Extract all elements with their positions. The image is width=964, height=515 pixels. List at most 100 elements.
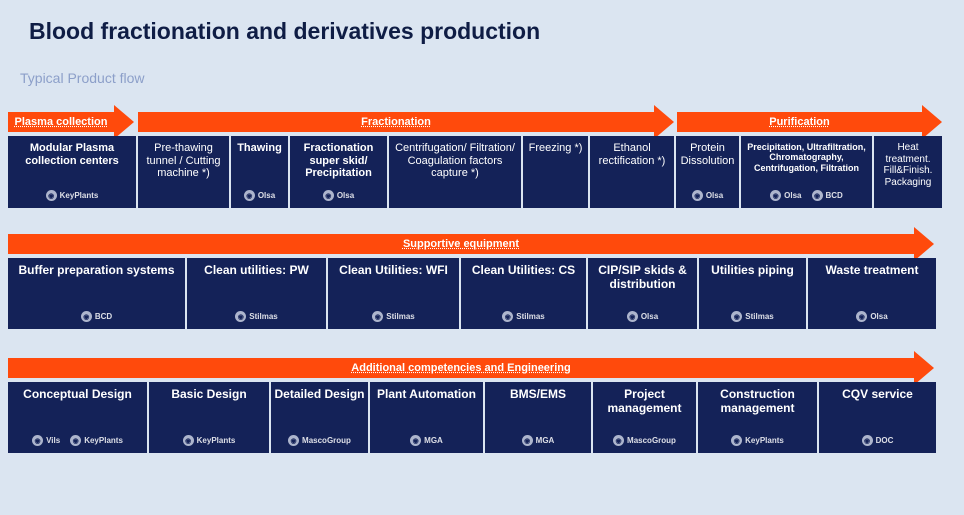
step-label: Modular Plasma collection centers	[25, 142, 119, 167]
vendor-logos: ◉MGA	[485, 435, 591, 446]
arrow-label: Plasma collection	[14, 116, 108, 128]
logo-text: Stilmas	[386, 312, 415, 321]
mascogroup-logo: ◉MascoGroup	[613, 435, 676, 446]
logo-text: Vils	[46, 436, 61, 445]
logo-text: BCD	[94, 312, 113, 321]
step-label: Clean utilities: PW	[204, 263, 309, 277]
logo-mark-icon: ◉	[80, 311, 92, 322]
step-label: Protein Dissolution	[680, 142, 735, 167]
vendor-logos: ◉Vils◉KeyPlants	[8, 435, 147, 446]
step-box-heat-treatment-fill-finish-pac: Heat treatment. Fill&Finish. Packaging	[874, 136, 942, 208]
step-box-clean-utilities-cs: Clean Utilities: CS◉Stilmas	[461, 258, 586, 329]
step-box-centrifugation-filtration-coag: Centrifugation/ Filtration/ Coagulation …	[389, 136, 521, 208]
arrow-label: Purification	[769, 116, 830, 128]
step-label: Fractionation super skid/ Precipitation	[303, 142, 374, 180]
logo-text: Stilmas	[745, 312, 774, 321]
step-label: CIP/SIP skids & distribution	[598, 263, 687, 291]
logo-text: Stilmas	[249, 312, 278, 321]
logo-mark-icon: ◉	[243, 190, 255, 201]
olsa-logo: ◉Olsa	[243, 190, 276, 201]
step-label: CQV service	[842, 387, 913, 401]
step-box-waste-treatment: Waste treatment◉Olsa	[808, 258, 936, 329]
step-box-bms-ems: BMS/EMS ◉MGA	[485, 382, 591, 453]
step-box-clean-utilities-pw: Clean utilities: PW ◉Stilmas	[187, 258, 326, 329]
logo-text: DOC	[875, 436, 894, 445]
logo-text: BCD	[825, 191, 843, 200]
step-label: Centrifugation/ Filtration/ Coagulation …	[395, 142, 515, 180]
step-box-detailed-design: Detailed Design◉MascoGroup	[271, 382, 368, 453]
bcd-logo: ◉BCD	[80, 311, 113, 322]
vendor-logos: ◉Olsa	[290, 190, 387, 201]
logo-mark-icon: ◉	[856, 311, 868, 322]
logo-mark-icon: ◉	[811, 190, 823, 201]
arrow-purification: Purification	[677, 105, 942, 139]
logo-mark-icon: ◉	[502, 311, 514, 322]
step-box-protein-dissolution: Protein Dissolution ◉Olsa	[676, 136, 739, 208]
step-label: Project management	[607, 387, 682, 415]
step-label: Heat treatment. Fill&Finish. Packaging	[883, 142, 933, 188]
logo-mark-icon: ◉	[861, 435, 873, 446]
logo-mark-icon: ◉	[70, 435, 82, 446]
logo-text: Olsa	[705, 191, 724, 200]
step-box-precipitation-ultrafiltration-: Precipitation, Ultrafiltration, Chromato…	[741, 136, 872, 208]
logo-mark-icon: ◉	[45, 190, 57, 201]
logo-text: Olsa	[257, 191, 276, 200]
vendor-logos: ◉Olsa	[808, 311, 936, 322]
step-label: Pre-thawing tunnel / Cutting machine *)	[146, 142, 221, 180]
step-box-pre-thawing-tunnel-cutting-mac: Pre-thawing tunnel / Cutting machine *)	[138, 136, 229, 208]
logo-mark-icon: ◉	[235, 311, 247, 322]
step-label: Plant Automation	[377, 387, 476, 401]
logo-text: KeyPlants	[59, 191, 99, 200]
logo-mark-icon: ◉	[288, 435, 300, 446]
logo-mark-icon: ◉	[372, 311, 384, 322]
keyplants-logo: ◉KeyPlants	[182, 435, 236, 446]
step-label: Construction management	[720, 387, 795, 415]
logo-text: KeyPlants	[196, 436, 236, 445]
logo-text: Olsa	[640, 312, 659, 321]
vendor-logos: ◉Stilmas	[461, 311, 586, 322]
arrow-supportive-equipment: Supportive equipment	[8, 227, 934, 261]
step-box-construction-management: Construction management◉KeyPlants	[698, 382, 817, 453]
logo-mark-icon: ◉	[410, 435, 422, 446]
logo-text: MGA	[424, 436, 443, 445]
stilmas-logo: ◉Stilmas	[731, 311, 774, 322]
vendor-logos: ◉Stilmas	[187, 311, 326, 322]
vils-logo: ◉Vils	[32, 435, 60, 446]
logo-mark-icon: ◉	[32, 435, 44, 446]
step-box-buffer-preparation-systems: Buffer preparation systems ◉BCD	[8, 258, 185, 329]
logo-mark-icon: ◉	[182, 435, 194, 446]
step-label: Thawing	[237, 142, 282, 154]
step-label: Conceptual Design	[23, 387, 132, 401]
mga-logo: ◉MGA	[410, 435, 443, 446]
logo-text: MascoGroup	[627, 436, 676, 445]
vendor-logos: ◉KeyPlants	[149, 435, 269, 446]
logo-mark-icon: ◉	[521, 435, 533, 446]
arrow-additional-competencies: Additional competencies and Engineering	[8, 351, 934, 385]
logo-text: Stilmas	[516, 312, 545, 321]
logo-mark-icon: ◉	[613, 435, 625, 446]
logo-text: Olsa	[870, 312, 888, 321]
step-box-fractionation-super-skid-preci: Fractionation super skid/ Precipitation ◉…	[290, 136, 387, 208]
step-box-cqv-service: CQV service ◉DOC	[819, 382, 936, 453]
olsa-logo: ◉Olsa	[770, 190, 802, 201]
step-label: BMS/EMS	[509, 387, 566, 401]
olsa-logo: ◉Olsa	[691, 190, 724, 201]
keyplants-logo: ◉KeyPlants	[45, 190, 99, 201]
logo-mark-icon: ◉	[770, 190, 782, 201]
step-label: Utilities piping	[711, 263, 794, 277]
stilmas-logo: ◉Stilmas	[372, 311, 415, 322]
mascogroup-logo: ◉MascoGroup	[288, 435, 351, 446]
vendor-logos: ◉Olsa	[676, 190, 739, 201]
step-box-plant-automation: Plant Automation ◉MGA	[370, 382, 483, 453]
step-box-freezing: Freezing *)	[523, 136, 588, 208]
step-box-basic-design: Basic Design◉KeyPlants	[149, 382, 269, 453]
step-box-modular-plasma-collection-cent: Modular Plasma collection centers ◉KeyPla…	[8, 136, 136, 208]
page-subtitle: Typical Product flow	[20, 70, 145, 86]
arrow-label: Supportive equipment	[402, 238, 520, 250]
bcd-logo: ◉BCD	[811, 190, 843, 201]
arrow-label: Fractionation	[361, 116, 431, 128]
vendor-logos: ◉MGA	[370, 435, 483, 446]
logo-mark-icon: ◉	[322, 190, 334, 201]
doc-logo: ◉DOC	[861, 435, 894, 446]
step-label: Buffer preparation systems	[18, 263, 175, 277]
